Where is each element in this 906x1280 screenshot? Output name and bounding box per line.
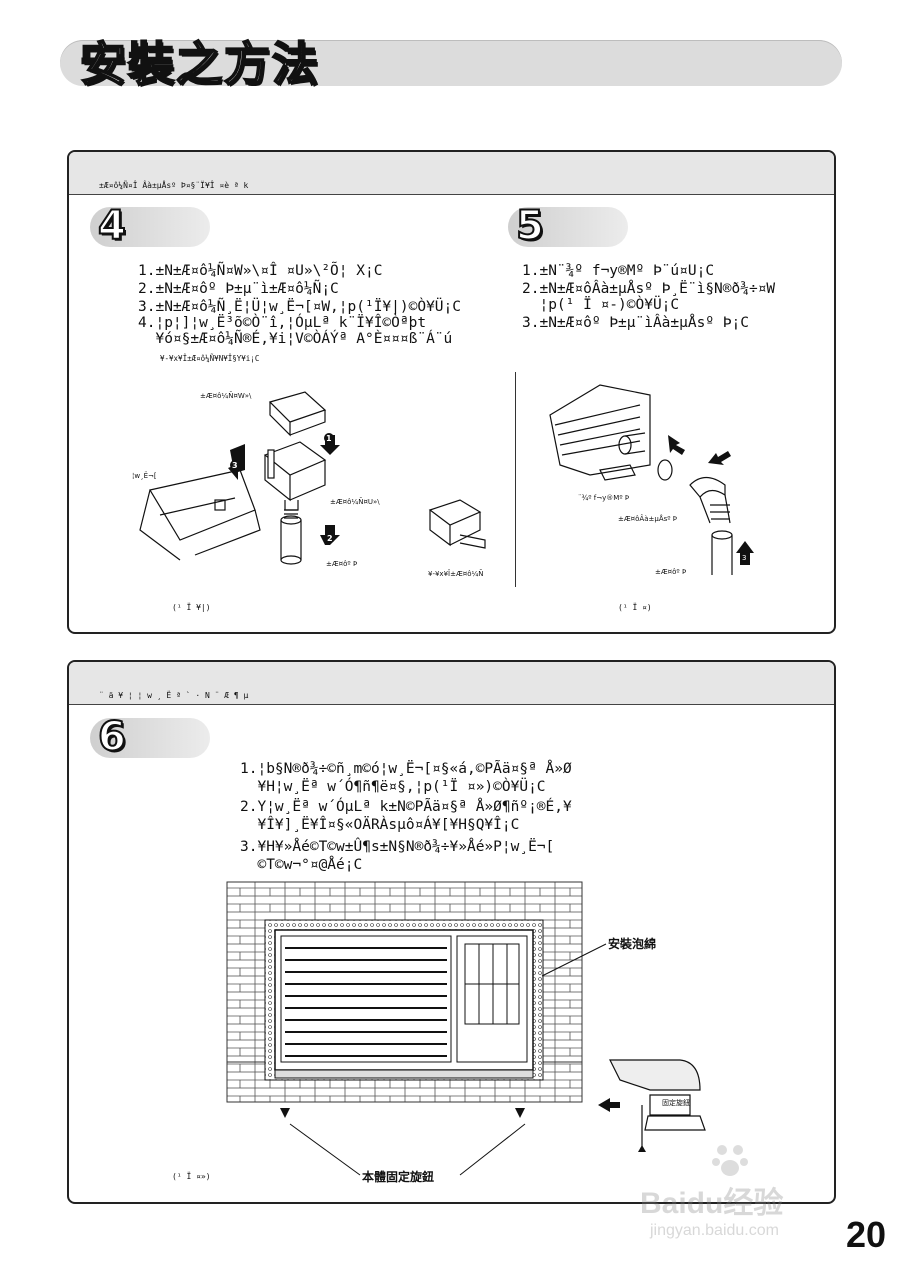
instruction-line: 3.¥H¥»Åé©T©w±Û¶s±N§N®ð¾÷¥»Åé»P¦w¸Ë¬[: [240, 839, 555, 855]
step-6-banner: 6: [90, 713, 210, 761]
instruction-line: 2.±N±Æ¤ôÂà±µÅsº Þ¸Ë¨ì§N®ð¾÷¤W: [522, 281, 776, 297]
step-4-banner: 4: [90, 202, 210, 250]
figure-6-caption: (¹ Ï ¤»): [172, 1172, 211, 1181]
panel-heading-bar: ±Æ¤ô¼Ñ¤Î Âà±µÅsº Þ¤§¨Ï¥Î ¤è ª k: [69, 152, 834, 195]
svg-text:1: 1: [326, 434, 332, 443]
watermark: Baidu经验 jingyan.baidu.com: [640, 1140, 860, 1250]
watermark-brand: Baidu经验: [640, 1187, 784, 1220]
instruction-line: ¥Î¥]¸Ë¥Î¤§«OÄRÀsµô¤Á¥[¥H§Q¥Î¡C: [240, 817, 520, 833]
instruction-line: 2.­Y¦w¸Ëª w´ÓµLª k±N©PÃä¤§ª Å»Ø¶ñº¡®É,¥: [240, 799, 572, 815]
instruction-line: ¦p(¹ Ï ¤-)©Ò¥Ü¡C: [522, 297, 680, 313]
panel-heading-bar: ¨ ä ¥ ¦ ¦ w ¸ Ë ª ` · N ¨ Æ ¶ µ: [69, 662, 834, 705]
step-4-note: ¥-¥x¥Î±Æ¤ô¼Ñ¥N¥Î§Y¥i¡C: [160, 354, 260, 363]
instruction-line: 3.±N±Æ¤ôº Þ±µ¨ìÂà±µÅsº Þ¡C: [522, 315, 749, 331]
paw-icon: [712, 1145, 748, 1176]
instruction-line: 3.±N±Æ¤ô¼Ñ¸Ë¦Ü¦w¸Ë¬[¤W,¦p(¹Ï¥|)©Ò¥Ü¡C: [138, 299, 462, 315]
panel-heading: ¨ ä ¥ ¦ ¦ w ¸ Ë ª ` · N ¨ Æ ¶ µ: [99, 691, 249, 700]
instruction-line: 4.¦p¦]¦w¸Ë³õ©Ò­­¨î,¦ÓµLª k¨Ï¥Î©Òªþt: [138, 315, 427, 331]
side-detail-illustration: [598, 1059, 706, 1152]
instruction-line: ©T©w¬°¤@Åé¡C: [240, 857, 363, 873]
label-sponge: 安裝泡綿: [608, 937, 657, 951]
page-number: 20: [845, 1214, 886, 1255]
instruction-line: ¥ó¤§±Æ¤ô¼Ñ®É,¥i¦V©ÒÁÝª A°È¤¤¤ß¨Á¨ú: [138, 331, 453, 347]
step-5-number: 5: [515, 202, 545, 250]
label-top-cover: ±Æ¤ô¼Ñ¤W»\: [200, 392, 252, 400]
svg-text:3: 3: [742, 554, 746, 562]
instruction-line: ¥H¦w¸Ëª w´Ó¶ñ¶ë¤§,¦p(¹Ï ¤»)©Ò¥Ü¡C: [240, 779, 546, 795]
instruction-line: 2.±N±Æ¤ôº Þ±µ¨ì±Æ¤ô¼Ñ¡C: [138, 281, 339, 297]
label-sleeve: ¨¾º f¬y®Mº Þ: [578, 494, 630, 502]
label-bracket: ¦w¸Ë¬[: [132, 472, 157, 480]
label-screw: 本體固定旋鈕: [362, 1170, 435, 1184]
step-4-number: 4: [97, 202, 127, 250]
column-divider: [515, 372, 516, 587]
screw-leader-lines: [289, 1123, 526, 1176]
label-bottom-cover: ±Æ¤ô¼Ñ¤U»\: [330, 498, 380, 506]
label-small-screw: 固定旋鈕: [662, 1099, 690, 1107]
watermark-url: jingyan.baidu.com: [650, 1222, 779, 1239]
instruction-line: 1.±N¨¾º f¬y®Mº Þ¨ú¤U¡C: [522, 263, 715, 279]
step-6-number: 6: [97, 713, 127, 761]
sponge-leader-line: [541, 943, 607, 977]
label-alt-tray: ¥-¥x¥Î±Æ¤ô¼Ñ: [428, 570, 484, 578]
svg-text:2: 2: [327, 534, 333, 543]
page-title: 安裝之方法: [79, 36, 320, 92]
figure-5-illustration: 3: [549, 384, 754, 575]
label-drain-pipe-5: ±Æ¤ôº Þ: [655, 568, 687, 576]
instruction-line: 1.±N±Æ¤ô¼Ñ¤W»\¤Î ¤U»\²Õ¦ X¡C: [138, 263, 383, 279]
panel-heading: ±Æ¤ô¼Ñ¤Î Âà±µÅsº Þ¤§¨Ï¥Î ¤è ª k: [99, 181, 249, 190]
label-elbow: ±Æ¤ôÂà±µÅsº Þ: [618, 515, 678, 523]
label-drain-pipe: ±Æ¤ôº Þ: [326, 560, 358, 568]
instruction-line: 1.¦b§N®ð¾÷©ñ¸m©ó¦w¸Ë¬[¤§«á,©PÃä¤§ª Å»Ø: [240, 761, 572, 777]
svg-text:3: 3: [232, 461, 238, 470]
figure-6-illustration: [226, 881, 583, 1118]
figure-4-illustration: 1 2 3: [139, 391, 486, 565]
title-bar: [60, 40, 842, 86]
figure-4-caption: (¹ Ï ¥|): [172, 603, 211, 612]
figure-5-caption: (¹ Ï ¤­): [618, 603, 652, 612]
step-5-banner: 5: [508, 202, 628, 250]
